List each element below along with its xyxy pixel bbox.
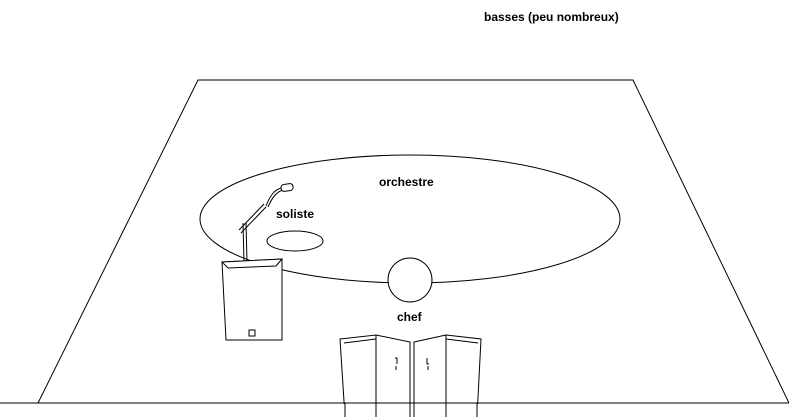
label-chef: chef <box>397 310 423 324</box>
label-basses: basses (peu nombreux) <box>484 10 619 24</box>
label-orchestre: orchestre <box>379 175 434 189</box>
conductor-position <box>387 257 433 303</box>
label-soliste: soliste <box>276 207 314 221</box>
soloist-position <box>266 230 324 252</box>
monitor-speaker-left <box>220 258 284 341</box>
front-speaker-right <box>413 334 482 417</box>
front-speaker-left <box>339 334 411 417</box>
microphone-stand <box>238 183 294 263</box>
